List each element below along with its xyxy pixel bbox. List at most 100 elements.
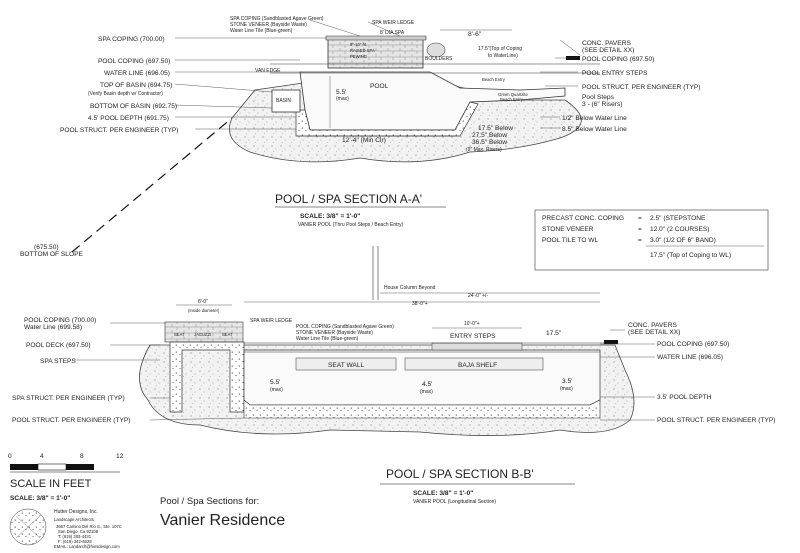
boulder-shape [426,42,446,58]
label-beach-entry2: Beach Entry [500,97,524,102]
spa-inner-3: PEWING [350,54,367,59]
b-note-weir: SPA WEIR LEDGE [250,318,293,324]
company-address-2: San Diego, Ca 92108 [58,529,99,534]
section-a-top-notes: SPA COPING (Sandblasted Agave Green) STO… [230,16,415,59]
scale-text: SCALE: 3/8" = 1'-0" [10,495,70,502]
company-logo [9,508,47,546]
b-label-pool-struct-r: POOL STRUCT. PER ENGINEER (TYP) [657,417,775,424]
company-info: Hutter Designs, Inc. Landscape Architect… [54,509,122,549]
label-pool-depth: 4.5' POOL DEPTH (691.75) [88,115,169,122]
legend-row-1-val: 2.5" (STEPSTONE [650,215,706,222]
label-basin: BASIN [276,98,291,104]
section-b-inner-labels: House Column Beyond 24'-0" +/- 38'-0"+ 8… [174,285,573,395]
b-label-conc-pavers: CONC. PAVERS [628,322,677,329]
label-pool-coping: POOL COPING (697.50) [98,58,170,65]
sheet-title: Vanier Residence [160,512,285,529]
note-water-tile: Water Line Tile (Blue-green) [230,28,293,34]
section-b-left-labels: POOL COPING (700.00) Water Line (699.58)… [12,317,130,424]
section-b-drawing [139,246,635,436]
section-b-left-leaders [75,322,245,421]
label-see-detail: (SEE DETAIL XX) [582,47,634,54]
b-label-pool-coping: POOL COPING (700.00) [24,317,96,324]
section-a-basin [271,89,301,113]
label-water-line: WATER LINE (696.05) [104,70,170,77]
section-b-title-block: POOL / SPA SECTION B-B' SCALE: 3/8" = 1'… [380,467,575,505]
label-verify-basin: (Verify Basin depth w/ Contractor) [88,91,163,97]
section-a-title: POOL / SPA SECTION A-A' [275,192,422,206]
scale-label: SCALE IN FEET [10,478,92,490]
company-phone: T: (619) 283-4431 [58,534,92,539]
b-depth-45n: (max) [420,389,433,395]
section-b-paver [604,340,618,344]
section-b-title: POOL / SPA SECTION B-B' [386,467,534,481]
section-a-scale: SCALE: 3/8" = 1'-0" [300,213,360,220]
b-house-beyond: House Column Beyond [384,285,436,291]
legend-row-4-val: 17.5" (Top of Coping to WL) [650,252,731,259]
b-note-coping: POOL COPING (Sandblasted Agave Green) [296,324,394,330]
label-bottom-of-basin: BOTTOM OF BASIN (692.75) [90,103,177,110]
spa-inner-2: RAISED SPA [350,48,375,53]
b-dim-8-note: (Inside diameter) [188,308,220,313]
section-a-left-leaders [174,19,401,130]
entry-steps-shape [431,342,523,351]
b-dim-38: 38'-0"+ [412,301,428,307]
section-a-drawing [228,29,600,163]
company-address-1: 3667 Camino Del Rio S., Ste. 107C [56,524,122,529]
label-coping-note2: to WaterLine) [488,53,518,59]
slope-label: BOTTOM OF SLOPE [20,251,83,258]
label-pool: POOL [370,83,389,90]
label-depth: 5.5' [336,89,346,96]
b-note-veneer: STONE VENEER (Bayside Waste) [296,330,373,336]
label-boulders: BOULDERS [425,56,453,62]
b-label-spa-steps: SPA STEPS [40,358,76,365]
section-a-right-labels: CONC. PAVERS (SEE DETAIL XX) POOL COPING… [562,40,700,133]
b-depth-35: 3.5' [562,378,572,385]
section-b-top-notes: SPA WEIR LEDGE POOL COPING (Sandblasted … [250,318,394,342]
label-top-of-basin: TOP OF BASIN (694.75) [100,82,172,89]
b-depth-55n: (max) [270,387,283,393]
spa-inner-1: 8"-10" ht. [350,42,367,47]
label-min-clr: 12'-4" (Min Clr) [342,137,386,144]
note-spa-dia: 8' DIA SPA [380,30,405,36]
b-label-see-detail: (SEE DETAIL XX) [628,329,680,336]
section-b-scale: SCALE: 3/8" = 1'-0" [413,490,473,497]
note-spa-weir: SPA WEIR LEDGE [372,20,415,26]
legend-row-2-label: STONE VENEER [542,226,594,233]
section-a-title-block: POOL / SPA SECTION A-A' SCALE: 3/8" = 1'… [275,192,446,228]
label-entry-steps: POOL ENTRY STEPS [582,70,648,77]
baja-shelf-shape [404,357,544,371]
b-baja-shelf: BAJA SHELF [458,362,497,369]
legend-row-3-val: 3.0" (1/2 OF 6" BAND) [650,237,716,244]
legend-row-2-val: 12.0" (2 COURSES) [650,226,710,233]
scale-tick-8: 8 [80,453,84,460]
bottom-of-slope: (675.50) BOTTOM OF SLOPE [20,117,233,258]
label-below-3: 36.5" Below [472,139,507,146]
label-van-edge: VAN EDGE [255,68,281,74]
label-85-below: 8.5" Below Water Line [562,126,627,133]
b-seat-1: SEAT [174,332,185,337]
section-a-inner-labels: VAN EDGE BASIN POOL BOULDERS 5.5' (max) … [255,31,528,153]
slope-elev: (675.50) [34,244,59,251]
b-label-pool-struct: POOL STRUCT. PER ENGINEER (TYP) [12,417,130,424]
section-b-subtitle: VANIER POOL (Longitudinal Section) [413,499,496,505]
b-seat-2: SEAT [222,332,233,337]
b-label-water-line-r: WATER LINE (696.05) [657,354,723,361]
b-jacuzzi: JACUZZI [194,332,211,337]
b-dim-24: 24'-0" +/- [468,293,488,299]
section-a-right-leaders [540,39,581,129]
seat-wall-shape [295,357,397,371]
label-green-quartzite: Green Quartzite [498,92,528,97]
scale-tick-12: 12 [116,453,124,460]
section-a-spa [327,37,424,69]
section-a-spa-cap [325,35,427,41]
b-note-tile: Water Line Tile (Blue-green) [296,336,359,342]
label-dim-top: 8'-6" [468,31,482,38]
label-below-1: 17.5" Below [478,125,513,132]
section-a-left-labels: SPA COPING (700.00) POOL COPING (697.50)… [60,36,178,134]
note-spa-coping: SPA COPING (Sandblasted Agave Green) [230,16,324,22]
company-type: Landscape Architects [54,517,94,522]
legend-row-1-eq: = [638,215,642,222]
legend-row-3-eq: = [638,237,642,244]
legend-row-3-label: POOL TILE TO WL [542,237,599,244]
